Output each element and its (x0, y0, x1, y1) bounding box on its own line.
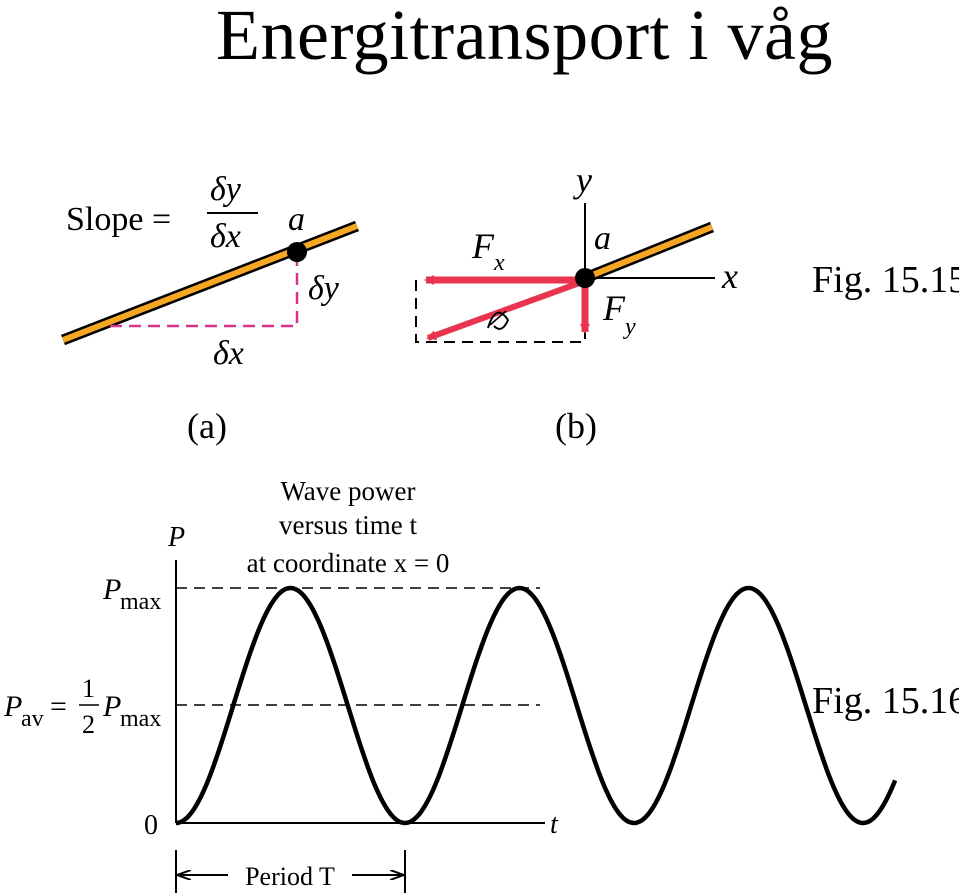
fig-b-point (575, 268, 595, 288)
chart-pmax-label: P (102, 573, 121, 606)
chart-pav-pmax: P (102, 690, 121, 723)
fig-b-string (583, 224, 714, 281)
fig-b-resultant-arrow (426, 279, 584, 341)
fig-a-point-label: a (288, 201, 305, 238)
chart-pav-equals: = (50, 690, 67, 723)
fig-a-slope-prefix: Slope = (66, 201, 171, 238)
period-label: Period T (245, 862, 335, 891)
chart-title-line-1: Wave power (280, 476, 415, 506)
chart-y-axis-label: P (167, 522, 185, 553)
fig-a-dy-label: δy (308, 270, 340, 307)
slide-title: Energitransport i våg (216, 0, 834, 75)
fig-16-chart: Wave power versus time t at coordinate x… (3, 476, 898, 893)
fig-a-point (287, 242, 307, 262)
fig-b-x-axis-label: x (721, 256, 738, 296)
chart-pav-pmax-sub: max (120, 706, 161, 732)
fig-a-diagram: Slope = δy δx a δy δx (a) (61, 171, 359, 446)
chart-pav-frac-den: 2 (82, 710, 95, 739)
fig-b-angle-slash (489, 310, 507, 326)
chart-pmax-sub: max (120, 589, 161, 615)
chart-title-line-3: at coordinate x = 0 (247, 548, 450, 578)
fig-b-diagram: y x a F x F y (b) (415, 160, 738, 446)
fig-15-15-label: Fig. 15.15 (812, 259, 959, 301)
fig-b-fx-sub: x (493, 250, 505, 276)
chart-pav-label: P (3, 690, 22, 723)
chart-title-line-2: versus time t (279, 510, 417, 540)
chart-power-curve (175, 585, 898, 826)
fig-a-dx-label: δx (213, 335, 244, 372)
fig-b-fy-label: F (602, 288, 626, 328)
fig-a-panel-label: (a) (187, 406, 227, 446)
fig-a-dashed-triangle (110, 253, 299, 328)
fig-b-panel-label: (b) (555, 406, 597, 446)
fig-a-string (61, 223, 359, 343)
fig-b-point-label: a (594, 220, 611, 257)
fig-b-fx-label: F (471, 226, 495, 266)
fig-b-fy-sub: y (623, 314, 636, 340)
fig-a-slope-numerator: δy (210, 171, 242, 208)
fig-b-y-axis-label: y (573, 160, 592, 200)
fig-b-angle-mark (487, 311, 510, 330)
fig-a-slope-denominator: δx (210, 218, 241, 255)
chart-zero-label: 0 (144, 810, 158, 841)
chart-x-axis-label: t (550, 809, 559, 840)
chart-pav-sub: av (21, 706, 44, 732)
chart-pav-frac-num: 1 (82, 674, 95, 703)
fig-15-16-label: Fig. 15.16 (812, 680, 959, 722)
